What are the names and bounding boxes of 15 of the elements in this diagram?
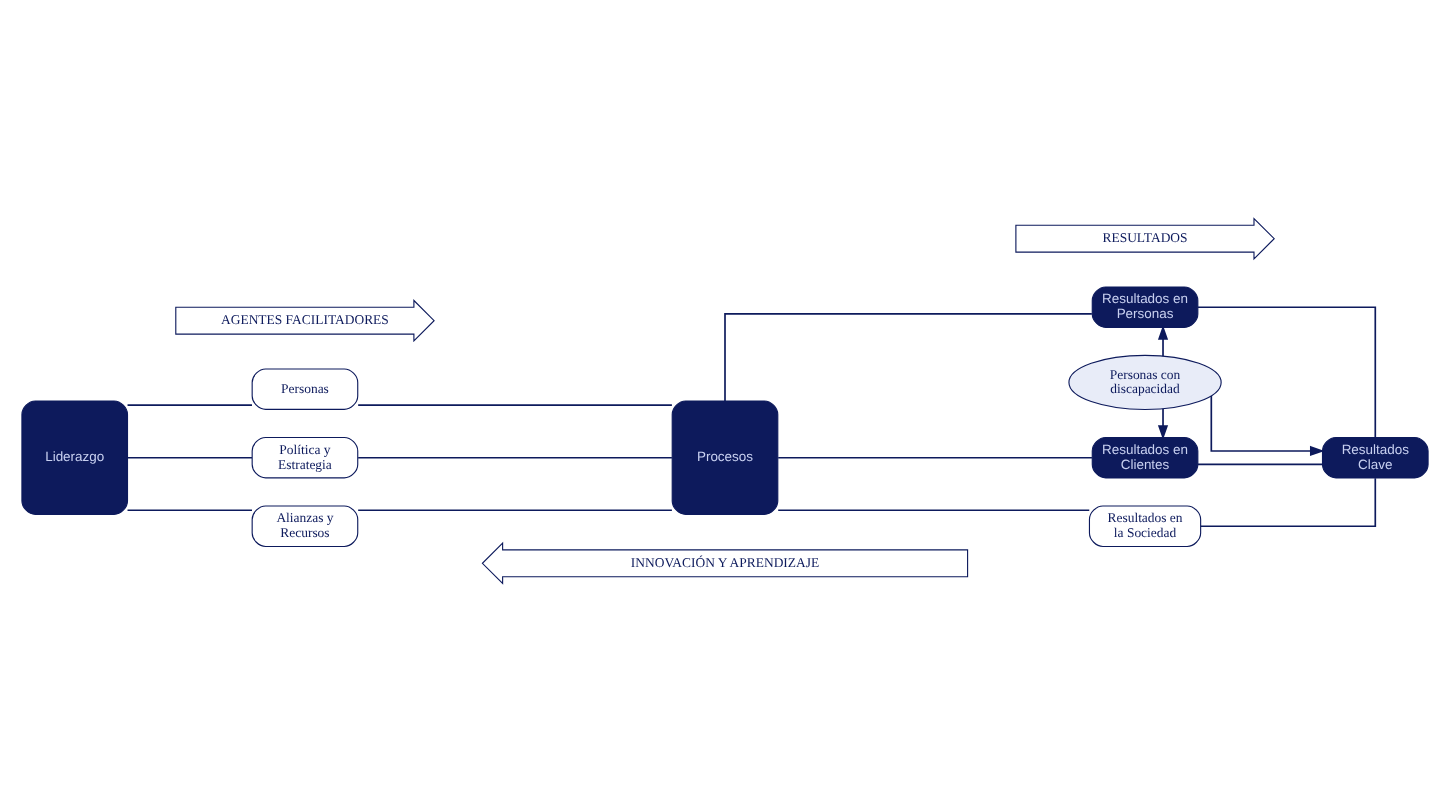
connector	[126, 456, 253, 459]
connector	[1197, 463, 1324, 466]
connector	[1197, 306, 1377, 439]
connector	[777, 509, 1091, 512]
connector	[1199, 477, 1377, 528]
connector	[724, 313, 1093, 402]
arrow	[1210, 395, 1325, 457]
connector	[357, 509, 673, 512]
connector	[357, 404, 673, 407]
arrow	[1157, 407, 1169, 440]
connector	[126, 404, 253, 407]
arrow	[1157, 325, 1169, 357]
connector	[777, 456, 1093, 459]
connector	[126, 509, 253, 512]
connector	[357, 456, 673, 459]
